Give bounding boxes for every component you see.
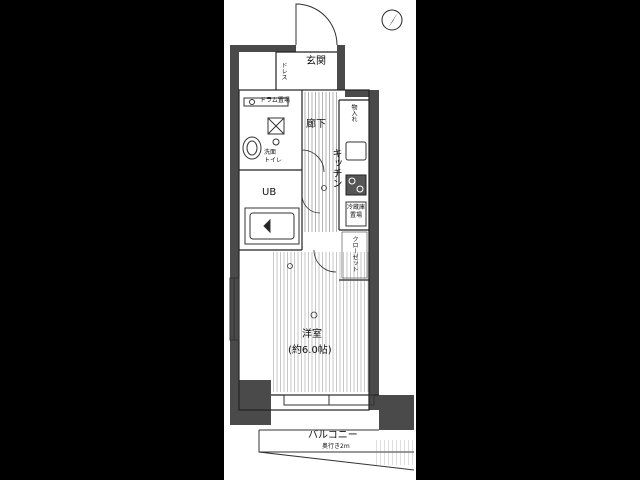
outlet-symbols [287, 185, 327, 319]
room-label-kitchen: キッチン [330, 148, 341, 188]
corridor-floor [304, 92, 337, 232]
western-room-floor [271, 252, 369, 392]
toilet-icon [267, 117, 285, 146]
room-label-balcony: バルコニー [308, 430, 358, 441]
side-window [229, 277, 240, 341]
laundry-pan-icon [243, 97, 289, 107]
floor-plan [229, 3, 415, 471]
washbasin-icon [242, 136, 262, 160]
stove-icon [345, 174, 367, 196]
room-label-genkan: 玄関 [306, 56, 326, 67]
room-label-western-room: 洋室 [302, 329, 322, 340]
kitchen-sink-icon [345, 141, 367, 161]
room-label-closet: クローゼット [351, 236, 358, 272]
room-label-corridor: 廊下 [306, 119, 326, 130]
small-label-top-left: ドラム置場 [260, 97, 290, 104]
room-label-washroom-1: 洗面 [264, 149, 277, 156]
room-label-dressing: ドレス [280, 62, 287, 80]
room-label-washroom-2: トイレ [264, 157, 283, 164]
room-label-western-room-size: (約6.0帖) [288, 345, 332, 356]
entrance-door [295, 3, 338, 46]
room-label-unit-bath: UB [262, 187, 277, 198]
floor-plan-sheet: 玄関 ドレス 廊下 キッチン 物入れ ドラム置場 洗面 トイレ UB 冷蔵庫 置… [224, 0, 416, 480]
room-label-storage: 物入れ [350, 104, 357, 122]
window [283, 394, 375, 406]
balcony-railing [374, 440, 414, 465]
balcony-note: 奥行き2m [322, 443, 350, 450]
fridge-space-icon [345, 201, 367, 227]
interior-doors [301, 149, 337, 273]
bathtub-icon [244, 207, 300, 245]
room-label-fridge-2: 置場 [350, 212, 363, 219]
north-arrow-icon [381, 9, 403, 31]
room-label-fridge-1: 冷蔵庫 [347, 204, 366, 211]
outer-walls [230, 45, 414, 430]
closet-area [341, 231, 368, 279]
